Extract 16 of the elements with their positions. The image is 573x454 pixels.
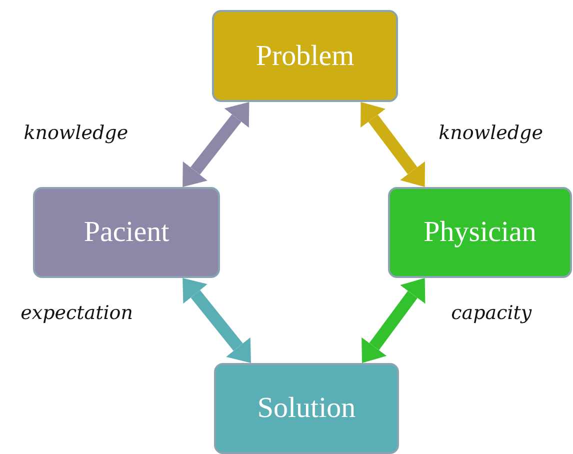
node-label: Solution <box>257 392 356 425</box>
process-box <box>212 10 398 102</box>
edge-label: knowledge <box>438 122 543 144</box>
edge-label: capacity <box>451 302 532 324</box>
double-arrow <box>360 102 425 187</box>
process-box <box>33 187 220 278</box>
node-label: Problem <box>256 40 354 72</box>
node-label: Physician <box>424 216 536 249</box>
process-box <box>388 187 572 278</box>
double-arrow <box>182 102 250 187</box>
edge-label: expectation <box>20 302 133 324</box>
edge-label: knowledge <box>24 122 128 144</box>
node-label: Pacient <box>84 216 170 249</box>
double-arrow <box>182 278 251 363</box>
double-arrow <box>362 278 426 363</box>
process-box <box>214 363 399 454</box>
